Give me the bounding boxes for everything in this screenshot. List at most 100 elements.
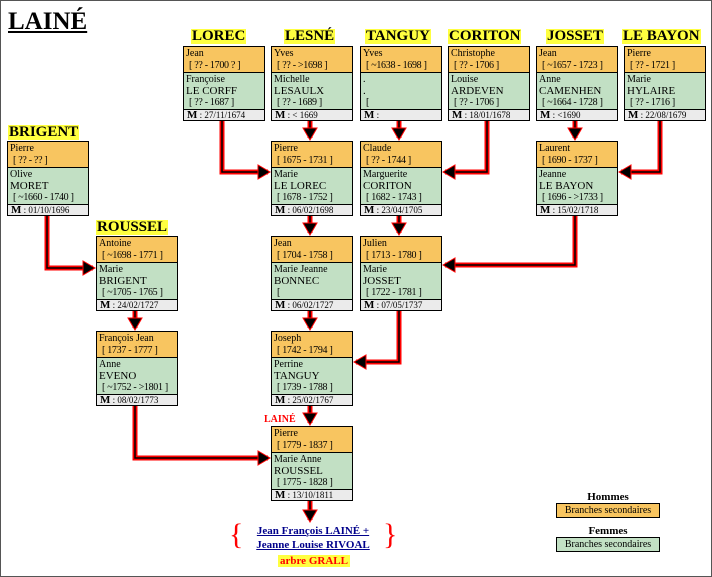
wife-surname: . <box>363 84 366 97</box>
husband: Claude[ ?? - 1744 ] <box>361 142 441 168</box>
marriage-label: M <box>364 204 375 216</box>
husband: Antoine[ ~1698 - 1771 ] <box>97 237 177 263</box>
wife-surname: EVENO <box>99 369 137 382</box>
husband-name: Laurent <box>539 143 571 154</box>
husband-name: Pierre <box>274 428 298 439</box>
wife-surname: ARDEVEN <box>451 84 504 97</box>
descendant-link-2[interactable]: Jeanne Louise RIVOAL <box>256 539 370 551</box>
husband-name: Christophe <box>451 48 495 59</box>
marriage-date: 15/02/1718 <box>557 205 599 215</box>
wife-first-name: Marie <box>363 264 387 275</box>
arrow-line <box>219 119 268 175</box>
arrowhead-icon <box>302 127 318 141</box>
arrow-line <box>46 214 93 269</box>
wife-surname: BONNEC <box>274 274 320 287</box>
marriage-date: 24/02/1727 <box>117 300 159 310</box>
marriage-label: M <box>364 109 375 121</box>
wife-surname: HYLAIRE <box>627 84 676 97</box>
marriage-label: M <box>187 109 198 121</box>
family-name-lebayon: LE BAYON <box>622 28 701 44</box>
wife-surname: LESAULX <box>274 84 325 97</box>
marriage-label: M <box>540 109 551 121</box>
marriage-label: M <box>100 394 111 406</box>
arrow-line <box>621 119 663 175</box>
wife-dates: [ 1682 - 1743 ] <box>366 192 422 203</box>
arrowhead-icon <box>127 317 143 331</box>
marriage-date: 25/02/1767 <box>292 395 334 405</box>
legend-men-box: Branches secondaires <box>556 503 660 518</box>
laine-label: LAINÉ <box>264 414 296 425</box>
marriage-date: 06/02/1727 <box>292 300 334 310</box>
husband-dates: [ ?? - 1721 ] <box>630 59 675 71</box>
marriage-label: M <box>628 109 639 121</box>
husband-name: Yves <box>274 48 294 59</box>
husband-name: Pierre <box>627 48 651 59</box>
husband-dates: [ 1704 - 1758 ] <box>277 249 333 261</box>
marriage-row: M : <box>361 109 441 121</box>
husband: Pierre[ 1675 - 1731 ] <box>272 142 352 168</box>
wife-dates: [ ?? - 1706 ] <box>454 97 499 108</box>
descendants: Jean François LAINÉ + Jeanne Louise RIVO… <box>246 524 380 552</box>
husband: Jean[ ~1657 - 1723 ] <box>537 47 617 73</box>
left-brace: { <box>229 518 244 551</box>
marriage-label: M <box>275 204 286 216</box>
arrow-line <box>221 119 268 173</box>
arrowhead-icon <box>391 127 407 141</box>
arrow-line <box>445 214 576 266</box>
couple-box-tanguy[interactable]: Yves[ ~1638 - 1698 ]..[M : <box>360 46 442 121</box>
husband-name: Jean <box>186 48 204 59</box>
wife-surname: TANGUY <box>274 369 320 382</box>
husband-dates: [ ?? - 1744 ] <box>366 154 411 166</box>
arrow-line <box>44 214 93 271</box>
husband-dates: [ 1713 - 1780 ] <box>366 249 422 261</box>
wife-dates: [ ?? - 1689 ] <box>277 97 322 108</box>
family-name-josset: JOSSET <box>546 28 604 44</box>
husband-dates: [ 1737 - 1777 ] <box>102 344 158 356</box>
wife-dates: [ 1739 - 1788 ] <box>277 382 333 393</box>
marriage-date: 01/10/1696 <box>28 205 70 215</box>
wife-surname: LE BAYON <box>539 179 594 192</box>
marriage-row: M : 24/02/1727 <box>97 300 177 311</box>
family-name-coriton: CORITON <box>448 28 522 44</box>
wife-dates: [ <box>277 287 281 298</box>
husband-dates: [ ~1638 - 1698 ] <box>366 59 427 71</box>
arrowhead-icon <box>302 317 318 331</box>
husband-dates: [ ?? - >1698 ] <box>277 59 328 71</box>
arrow-line <box>132 404 268 461</box>
husband-dates: [ ?? - 1700 ? ] <box>189 59 241 71</box>
wife-first-name: Marie Anne <box>274 454 322 465</box>
arrow-line <box>445 119 488 173</box>
family-name-roussel: ROUSSEL <box>96 219 169 235</box>
marriage-row: M : 27/11/1674 <box>184 109 264 121</box>
husband: Yves[ ?? - >1698 ] <box>272 47 352 73</box>
descendant-link-1[interactable]: Jean François LAINÉ + <box>256 525 370 537</box>
husband-name: Yves <box>363 48 383 59</box>
husband-name: Joseph <box>274 333 302 344</box>
husband: Laurent[ 1690 - 1737 ] <box>537 142 617 168</box>
wife-first-name: Marie <box>627 74 651 85</box>
wife-surname: CAMENHEN <box>539 84 602 97</box>
